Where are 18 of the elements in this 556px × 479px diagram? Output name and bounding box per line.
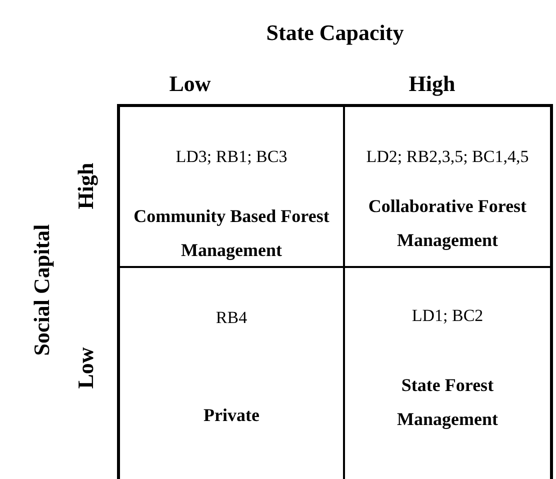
- row-header: High: [73, 162, 99, 210]
- quadrant-label: State Forest Management: [396, 374, 499, 431]
- quadrant-label: Collaborative Forest Management: [367, 195, 528, 252]
- matrix-cell: [117, 268, 346, 479]
- case-codes: LD3; RB1; BC3: [174, 147, 288, 167]
- matrix-cell: [345, 268, 553, 479]
- case-codes: LD2; RB2,3,5; BC1,4,5: [365, 147, 530, 167]
- matrix-cell: [117, 104, 346, 269]
- column-header: High: [408, 71, 456, 97]
- quadrant-label: Private: [202, 404, 260, 427]
- matrix-cell: [345, 104, 553, 269]
- column-header: Low: [169, 71, 211, 97]
- axis-title: Social Capital: [29, 224, 55, 356]
- case-codes: RB4: [214, 308, 248, 328]
- quadrant-label: Community Based Forest Management: [132, 205, 330, 262]
- case-codes: LD1; BC2: [410, 306, 484, 326]
- axis-title: State Capacity: [266, 20, 404, 46]
- row-header: Low: [73, 347, 99, 389]
